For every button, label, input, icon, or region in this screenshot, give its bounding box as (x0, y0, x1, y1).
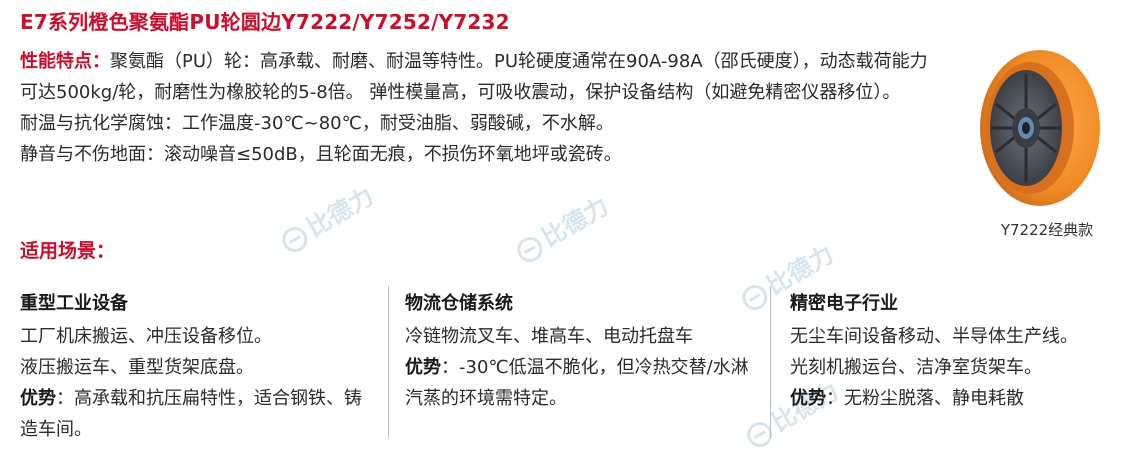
scene-heading: 精密电子行业 (790, 293, 898, 314)
scene-line: 冷链物流叉车、堆高车、电动托盘车 (405, 326, 693, 347)
features-line-1: 聚氨酯（PU）轮：高承载、耐磨、耐温等特性。PU轮硬度通常在90A-98A（邵氏… (20, 51, 928, 103)
watermark: 比德力 (508, 187, 614, 268)
advantage-label: 优势 (405, 357, 441, 378)
page-title: E7系列橙色聚氨酯PU轮圆边Y7222/Y7252/Y7232 (20, 10, 510, 34)
scene-column-electronics: 精密电子行业 无尘车间设备移动、半导体生产线。 光刻机搬运台、洁净室货架车。 优… (790, 288, 1130, 414)
advantage-text: ：高承载和抗压扁特性，适合钢铁、铸造车间。 (20, 388, 362, 440)
advantage-label: 优势 (20, 388, 56, 409)
wheel-illustration (980, 50, 1100, 206)
features-section: 性能特点：聚氨酯（PU）轮：高承载、耐磨、耐温等特性。PU轮硬度通常在90A-9… (20, 46, 940, 170)
scene-column-logistics: 物流仓储系统 冷链物流叉车、堆高车、电动托盘车 优势：-30℃低温不脆化，但冷热… (405, 288, 760, 414)
product-image-wheel (978, 44, 1113, 214)
scene-advantage: 优势：-30℃低温不脆化，但冷热交替/水淋汽蒸的环境需特定。 (405, 352, 760, 414)
features-paragraph: 性能特点：聚氨酯（PU）轮：高承载、耐磨、耐温等特性。PU轮硬度通常在90A-9… (20, 46, 940, 108)
scene-line: 液压搬运车、重型货架底盘。 (20, 357, 254, 378)
scene-line: 工厂机床搬运、冲压设备移位。 (20, 326, 272, 347)
scene-line: 光刻机搬运台、洁净室货架车。 (790, 357, 1042, 378)
scenes-title: 适用场景： (20, 240, 116, 262)
advantage-label: 优势 (790, 388, 826, 409)
scene-advantage: 优势：无粉尘脱落、静电耗散 (790, 383, 1130, 414)
features-line-2: 耐温与抗化学腐蚀：工作温度-30℃~80℃，耐受油脂、弱酸碱，不水解。 (20, 113, 614, 134)
brand-logo-icon (282, 227, 308, 253)
features-line-3: 静音与不伤地面：滚动噪音≤50dB，且轮面无痕，不损伤环氧地坪或瓷砖。 (20, 144, 622, 165)
scene-line: 无尘车间设备移动、半导体生产线。 (790, 326, 1078, 347)
brand-logo-icon (517, 237, 543, 263)
advantage-text: ：-30℃低温不脆化，但冷热交替/水淋汽蒸的环境需特定。 (405, 357, 749, 409)
features-label: 性能特点： (20, 51, 110, 72)
advantage-text: ：无粉尘脱落、静电耗散 (826, 388, 1024, 409)
brand-logo-icon (747, 422, 773, 448)
watermark: 比德力 (273, 177, 379, 258)
product-caption: Y7222经典款 (1000, 221, 1094, 239)
scene-advantage: 优势：高承载和抗压扁特性，适合钢铁、铸造车间。 (20, 383, 375, 445)
scene-heading: 重型工业设备 (20, 293, 128, 314)
column-divider (388, 286, 389, 438)
scene-heading: 物流仓储系统 (405, 293, 513, 314)
column-divider (770, 286, 771, 438)
scene-column-heavy-industry: 重型工业设备 工厂机床搬运、冲压设备移位。 液压搬运车、重型货架底盘。 优势：高… (20, 288, 375, 445)
